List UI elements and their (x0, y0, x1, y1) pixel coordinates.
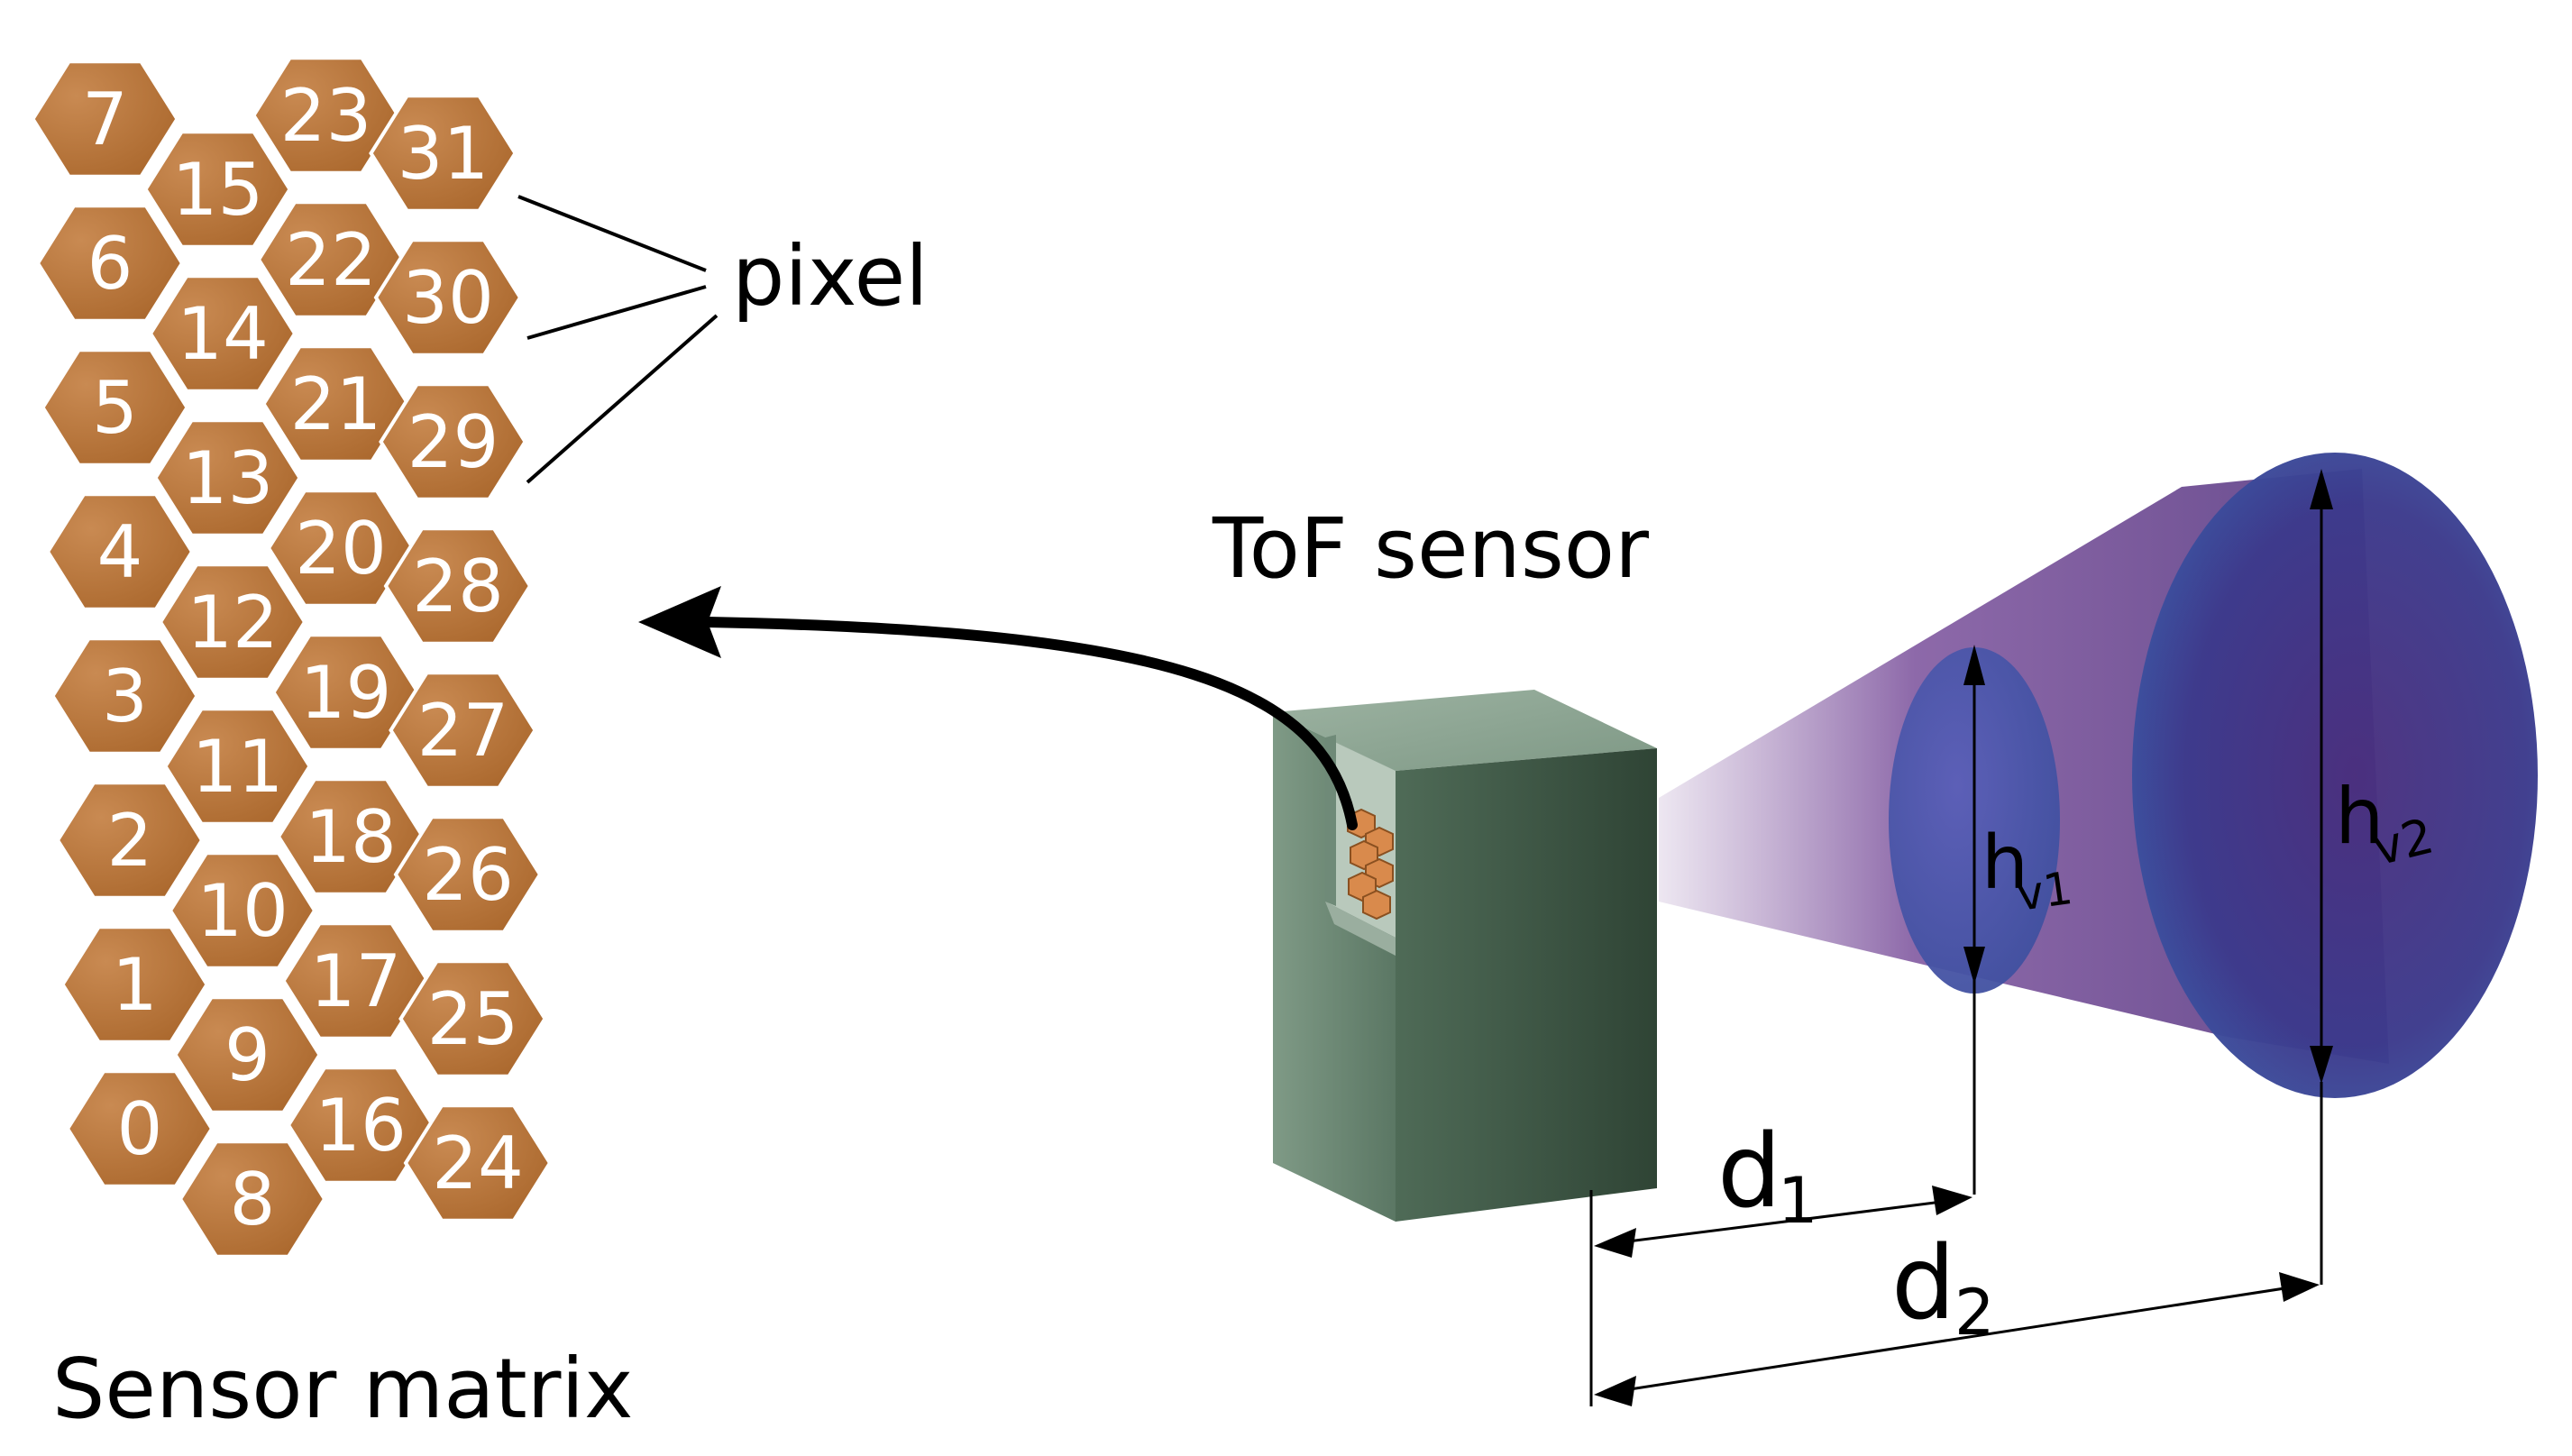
pixel-number-25: 25 (427, 977, 519, 1061)
svg-text:h: h (1982, 820, 2028, 906)
pixel-hex-5 (41, 348, 189, 467)
pixel-hex-23 (252, 56, 400, 175)
pixel-number-5: 5 (92, 366, 138, 450)
pixel-number-30: 30 (402, 256, 494, 340)
pixel-hex-28 (383, 527, 533, 646)
pixel-number-1: 1 (112, 943, 158, 1027)
pixel-hex-24 (403, 1103, 553, 1222)
tof-sensor-label: ToF sensor (1212, 500, 1649, 597)
pixel-hex-17 (281, 921, 430, 1040)
height-arrows (1963, 469, 2333, 1084)
pixel-number-14: 14 (177, 292, 269, 376)
pixel-number-24: 24 (432, 1122, 524, 1205)
pixel-number-6: 6 (87, 222, 133, 306)
pixel-number-27: 27 (417, 689, 509, 773)
pixel-number-8: 8 (230, 1158, 276, 1241)
pixel-number-16: 16 (315, 1084, 407, 1168)
hv1-label: h v1 (1982, 820, 2075, 921)
pixel-number-11: 11 (192, 725, 284, 809)
pixel-number-0: 0 (117, 1087, 163, 1171)
pixel-hex-15 (143, 130, 292, 249)
pixel-hex-21 (261, 344, 410, 463)
pixel-hex-7 (31, 60, 179, 179)
svg-text:1: 1 (1778, 1164, 1818, 1238)
pixel-number-19: 19 (300, 651, 392, 735)
svg-text:v2: v2 (2367, 807, 2439, 876)
pixel-number-12: 12 (187, 581, 279, 664)
pixel-number-21: 21 (290, 362, 382, 446)
pixel-hex-9 (173, 995, 322, 1114)
pixel-number-29: 29 (407, 400, 499, 484)
pixel-hex-22 (256, 200, 406, 319)
svg-text:v1: v1 (2014, 862, 2076, 921)
pixel-hex-30 (373, 238, 523, 357)
pixel-hex-27 (389, 671, 537, 790)
distance-lines (1589, 974, 2323, 1406)
pixel-number-23: 23 (280, 74, 372, 158)
pixel-number-4: 4 (97, 510, 143, 594)
pixel-hex-12 (158, 563, 307, 682)
pixel-hex-26 (393, 815, 543, 934)
pixel-hex-6 (35, 204, 185, 323)
pixel-hex-16 (286, 1066, 435, 1185)
pixel-number-7: 7 (82, 78, 128, 161)
pixel-hex-4 (45, 492, 195, 611)
pixel-number-10: 10 (197, 869, 288, 953)
sensor-matrix-label: Sensor matrix (52, 1341, 634, 1437)
pixel-hex-11 (163, 707, 312, 826)
pixel-hex-0 (65, 1069, 215, 1188)
d2-label: d 2 (1891, 1225, 1995, 1350)
pixel-hex-14 (148, 274, 297, 393)
magnify-arrow (702, 617, 1358, 830)
pixel-hex-31 (369, 94, 517, 213)
pixel-number-2: 2 (107, 799, 153, 883)
pixel-number-17: 17 (310, 939, 402, 1023)
pixel-hex-2 (55, 781, 205, 900)
pixel-label: pixel (732, 228, 929, 325)
pixel-hex-8 (178, 1140, 327, 1259)
pixel-hex-10 (168, 851, 317, 970)
pixel-number-20: 20 (295, 507, 387, 591)
pixel-number-15: 15 (172, 148, 264, 232)
pixel-number-3: 3 (102, 655, 148, 738)
pixel-callout-lines (517, 195, 719, 484)
pixel-number-9: 9 (224, 1013, 270, 1097)
svg-text:d: d (1717, 1113, 1781, 1231)
svg-text:2: 2 (1954, 1276, 1995, 1350)
pixel-number-28: 28 (412, 545, 504, 628)
pixel-hex-25 (398, 959, 547, 1078)
pixel-hex-1 (60, 925, 209, 1044)
pixel-hex-29 (379, 382, 527, 501)
target-plane-2 (2132, 453, 2538, 1098)
hv2-label: h v2 (2335, 772, 2439, 877)
pixel-number-26: 26 (422, 833, 514, 917)
pixel-number-18: 18 (305, 795, 397, 879)
pixel-hex-19 (271, 633, 420, 752)
pixel-hex-3 (50, 636, 199, 755)
pixel-hex-20 (266, 489, 416, 608)
pixel-hex-13 (153, 418, 302, 537)
sensor-matrix: 0123456789101112131415161718192021222324… (31, 56, 553, 1259)
distance-arrowheads (1594, 1186, 2320, 1406)
pixel-number-22: 22 (285, 218, 377, 302)
pixel-number-13: 13 (182, 436, 274, 520)
magnify-arrowhead (638, 586, 721, 658)
pixel-hex-18 (276, 777, 426, 896)
d1-label: d 1 (1717, 1113, 1818, 1238)
svg-text:d: d (1891, 1225, 1955, 1342)
pixel-number-31: 31 (398, 112, 490, 196)
svg-text:h: h (2335, 772, 2384, 862)
sensor-pixel-cluster (1347, 808, 1394, 920)
tof-sensor-box (1273, 690, 1657, 1222)
